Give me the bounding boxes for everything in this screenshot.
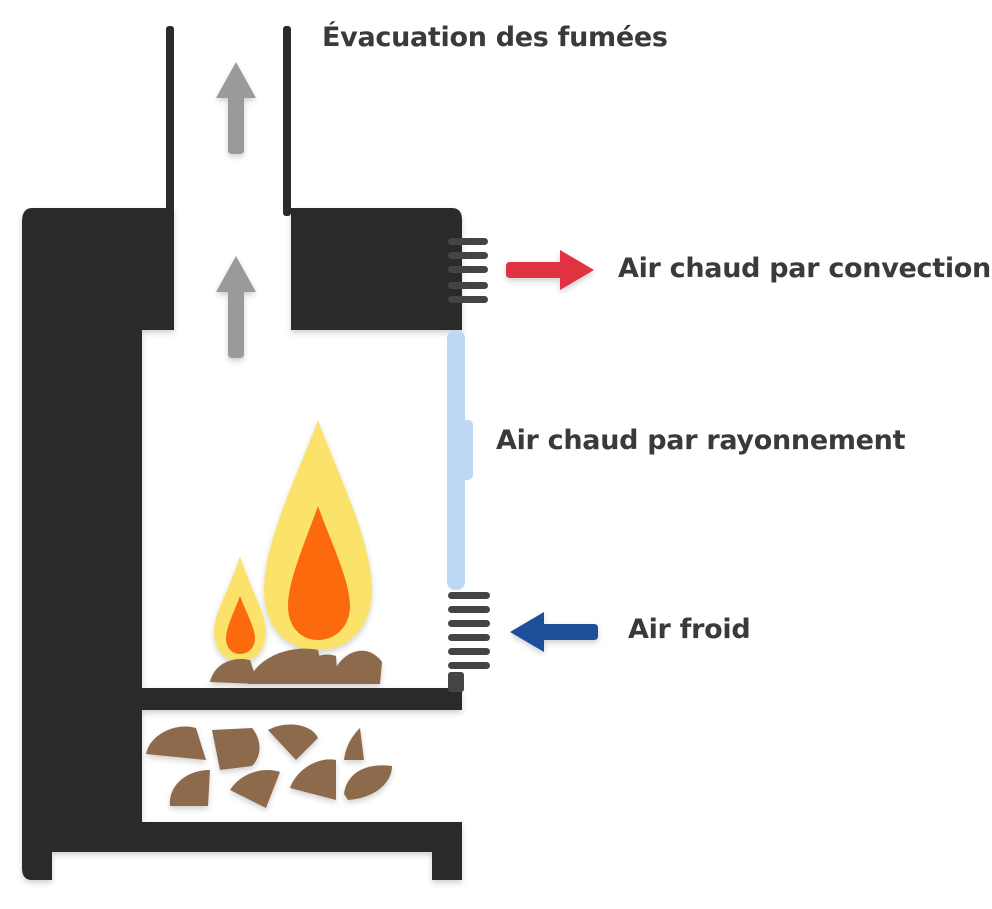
radiation-label: Air chaud par rayonnement xyxy=(496,425,906,456)
convection-vents xyxy=(448,238,488,303)
smoke-arrow-icon xyxy=(216,62,256,358)
chimney-flue xyxy=(166,26,291,216)
cold-air-label: Air froid xyxy=(628,614,751,645)
air-intake-vents xyxy=(448,592,490,692)
smoke-exhaust-label: Évacuation des fumées xyxy=(322,22,668,53)
convection-label: Air chaud par convection xyxy=(618,253,991,284)
flame-icon xyxy=(214,420,372,662)
glass-window xyxy=(447,330,473,590)
burning-logs xyxy=(210,648,382,684)
hot-air-arrow-icon xyxy=(506,250,594,290)
cold-air-arrow-icon xyxy=(510,612,598,652)
firewood-stack xyxy=(146,724,392,808)
stove-body xyxy=(22,208,462,880)
